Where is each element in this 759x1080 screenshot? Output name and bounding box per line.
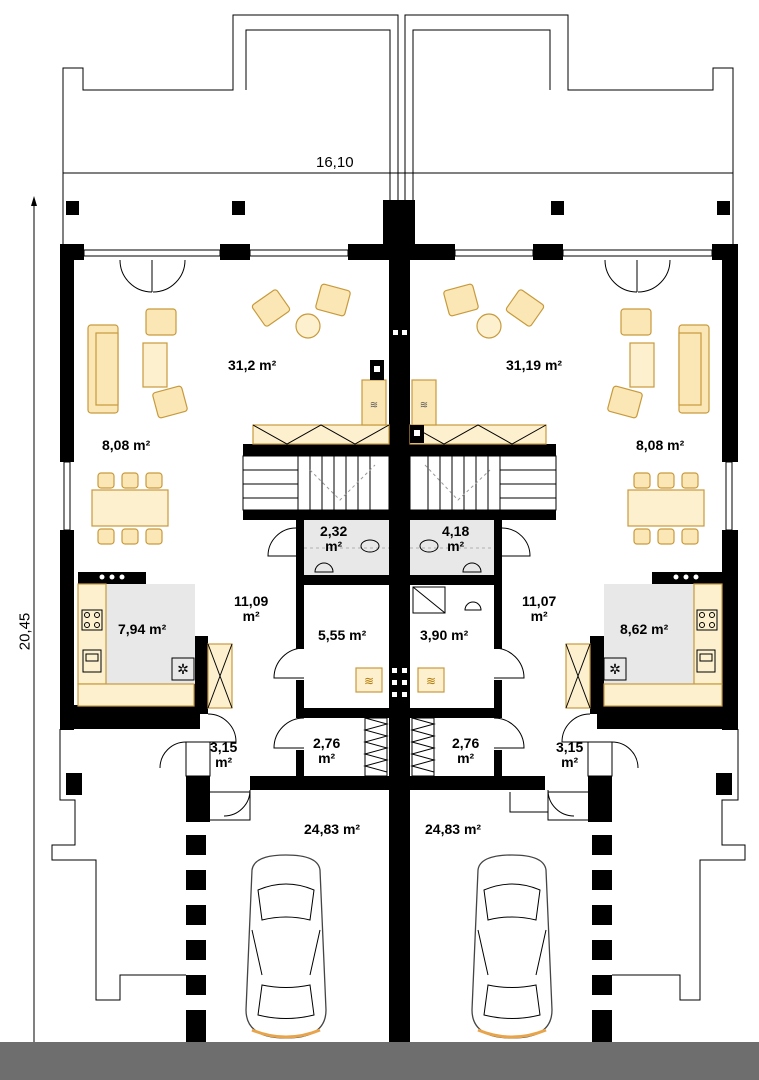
sink-icon: [82, 649, 102, 673]
dining-table-icon: [627, 472, 705, 545]
sofa-icon: [678, 324, 710, 414]
exterior-walls: [0, 200, 759, 1080]
terrace-pillars: [66, 201, 730, 215]
room-area-kitchen-right: 8,62 m²: [620, 621, 669, 637]
svg-text:≋: ≋: [364, 674, 374, 688]
living-room-furniture-right: [443, 283, 710, 419]
wc-areas: [304, 520, 494, 614]
side-table: [476, 313, 502, 339]
kitchen-right: ✲: [603, 574, 723, 707]
fireplace-icon: ≋ ≋: [361, 330, 437, 443]
sofa-icon: [87, 324, 119, 414]
room-area-living-right: 31,19 m²: [506, 357, 563, 373]
windows: [63, 249, 733, 718]
boiler-icon: ≋ ≋: [355, 667, 445, 697]
height-dimension-line: [31, 196, 37, 1060]
stove-icon: [81, 609, 103, 631]
living-room-furniture-left: [87, 283, 351, 419]
armchair-icon: [443, 283, 652, 419]
svg-text:≋: ≋: [420, 400, 428, 411]
room-area-dining-left: 8,08 m²: [102, 437, 151, 453]
svg-text:≋: ≋: [370, 400, 378, 411]
shower-icon: [412, 586, 446, 614]
fan-icon: ✲: [609, 661, 621, 677]
terrace-outline: [62, 14, 734, 245]
staircase-icon: [242, 455, 557, 511]
entrance-outlines: [51, 729, 746, 1001]
room-area-living-left: 31,2 m²: [228, 357, 277, 373]
armchair-icon: [145, 283, 351, 419]
coffee-table: [142, 342, 168, 388]
width-dimension-label: 16,10: [316, 154, 354, 171]
side-table: [295, 313, 321, 339]
stove-icon: [696, 609, 718, 631]
wardrobe: [363, 717, 436, 777]
svg-text:≋: ≋: [426, 674, 436, 688]
room-area-kitchen-left: 7,94 m²: [118, 621, 167, 637]
width-dimension-line: [62, 165, 734, 181]
room-area-boiler-right: 3,90 m²: [420, 627, 469, 643]
toilet-icon: [360, 539, 439, 553]
fan-icon: ✲: [177, 661, 189, 677]
car-icon: [245, 854, 327, 1039]
height-dimension-label: 20,45: [16, 612, 34, 651]
sink-icon: [314, 562, 482, 611]
room-area-dining-right: 8,08 m²: [636, 437, 685, 453]
room-area-garage-right: 24,83 m²: [425, 821, 482, 837]
room-area-garage-left: 24,83 m²: [304, 821, 361, 837]
patio-doors: [119, 259, 671, 293]
shelf: [252, 424, 547, 445]
sink-icon: [696, 649, 716, 673]
interior-doors: [159, 527, 639, 817]
kitchen-left: ✲: [77, 574, 195, 707]
dining-table-icon: [91, 472, 169, 545]
car-icon: [471, 854, 553, 1039]
coffee-table: [629, 342, 655, 388]
room-area-boiler-left: 5,55 m²: [318, 627, 367, 643]
